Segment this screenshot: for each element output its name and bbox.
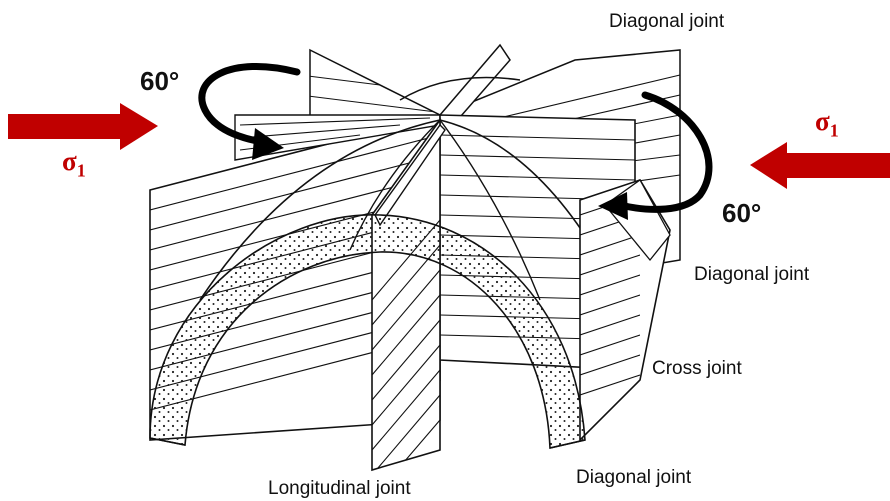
angle-label-left: 60° bbox=[140, 66, 179, 97]
label-cross-joint: Cross joint bbox=[652, 358, 742, 380]
label-longitudinal-joint: Longitudinal joint bbox=[268, 478, 411, 500]
sigma-label-left: σ1 bbox=[62, 146, 86, 181]
label-diagonal-joint-right: Diagonal joint bbox=[694, 264, 809, 286]
label-diagonal-joint-top: Diagonal joint bbox=[609, 11, 724, 33]
angle-label-right: 60° bbox=[722, 198, 761, 229]
label-diagonal-joint-bottom: Diagonal joint bbox=[576, 467, 691, 489]
stress-arrow-left bbox=[8, 103, 158, 150]
sigma-label-right: σ1 bbox=[815, 106, 839, 141]
stress-arrow-right bbox=[750, 142, 890, 189]
